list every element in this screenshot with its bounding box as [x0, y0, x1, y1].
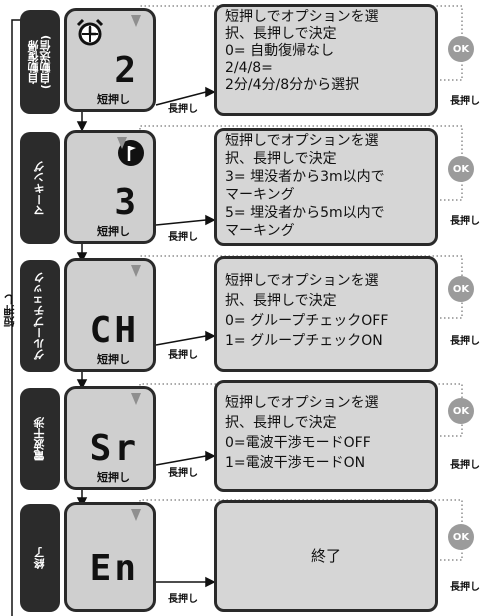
triangle-indicator-icon — [131, 15, 141, 27]
description-line: 2/4/8= — [225, 60, 273, 76]
description-line: 択、長押しで決定 — [225, 151, 337, 167]
long-press-label: 長押し — [168, 468, 198, 479]
description-line: 1= グループチェックON — [225, 333, 383, 349]
long-press-label: 長押し — [168, 594, 198, 605]
tab-label: グループチェック — [33, 272, 46, 360]
ok-button[interactable]: OK — [448, 276, 474, 302]
description-line: マーキング — [225, 187, 295, 203]
description-line: 短押しでオプションを選 — [225, 273, 379, 289]
lcd-display-group-check: CH 短押し — [64, 258, 156, 372]
triangle-indicator-icon — [131, 509, 141, 521]
description-line: 択、長押しで決定 — [225, 26, 337, 42]
tab-radio-interference[interactable]: 電波干渉 — [20, 388, 60, 490]
description-box: 短押しでオプションを選 択、長押しで決定 0= 自動復帰なし 2/4/8= 2分… — [214, 4, 438, 116]
description-line: 短押しでオプションを選 — [225, 133, 379, 149]
description-line: 終了 — [310, 546, 341, 565]
description-line: 択、長押しで決定 — [225, 415, 337, 431]
alarm-clock-icon — [75, 17, 105, 51]
triangle-indicator-icon — [117, 137, 127, 149]
segment-display-value: 2 — [114, 50, 139, 91]
description-line: 短押しでオプションを選 — [225, 395, 379, 411]
description-line: マーキング — [225, 223, 295, 239]
segment-display-value: 3 — [114, 182, 139, 223]
description-box: 短押しでオプションを選 択、長押しで決定 3= 埋没者から3m以内で マーキング… — [214, 128, 438, 246]
ok-button[interactable]: OK — [448, 36, 474, 62]
segment-display-value: Sr — [89, 428, 139, 469]
ok-button[interactable]: OK — [448, 156, 474, 182]
description-box: 終了 — [214, 500, 438, 612]
description-line: 1=電波干渉モードON — [225, 455, 366, 471]
short-press-label: 短押し — [97, 471, 130, 484]
description-line: 3= 埋没者から3m以内で — [225, 169, 385, 185]
side-short-press-label: 短押し — [3, 293, 16, 327]
ok-long-press-label: 長押し — [450, 460, 480, 471]
tab-label: マーキング — [33, 160, 46, 216]
triangle-indicator-icon — [131, 265, 141, 277]
short-press-label: 短押し — [97, 93, 130, 106]
ok-long-press-label: 長押し — [450, 96, 480, 107]
long-press-label: 長押し — [168, 104, 198, 115]
ok-long-press-label: 長押し — [450, 582, 480, 593]
segment-display-value: CH — [89, 310, 139, 351]
description-line: 0= グループチェックOFF — [225, 313, 389, 329]
description-line: 短押しでオプションを選 — [225, 9, 379, 25]
tab-group-check[interactable]: グループチェック — [20, 260, 60, 372]
lcd-display-exit: En — [64, 502, 156, 612]
short-press-label: 短押し — [97, 225, 130, 238]
long-press-label: 長押し — [168, 350, 198, 361]
ok-button[interactable]: OK — [448, 398, 474, 424]
tab-label: 自動復帰 (自動送信) — [27, 34, 52, 90]
tab-marking[interactable]: マーキング — [20, 132, 60, 244]
tab-label: 電波干渉 — [33, 417, 46, 461]
description-line: 5= 埋没者から5m以内で — [225, 205, 385, 221]
segment-display-value: En — [89, 548, 139, 589]
lcd-display-marking: 3 短押し — [64, 130, 156, 244]
description-line: 2分/4分/8分から選択 — [225, 77, 360, 93]
tab-auto-return[interactable]: 自動復帰 (自動送信) — [20, 10, 60, 114]
ok-long-press-label: 長押し — [450, 336, 480, 347]
description-line: 0=電波干渉モードOFF — [225, 435, 371, 451]
description-line: 0= 自動復帰なし — [225, 43, 335, 59]
lcd-display-auto-return: 2 短押し — [64, 8, 156, 112]
lcd-display-radio-interference: Sr 短押し — [64, 386, 156, 490]
tab-exit[interactable]: 終了 — [20, 504, 60, 612]
ok-button[interactable]: OK — [448, 524, 474, 550]
long-press-label: 長押し — [168, 232, 198, 243]
description-line: 択、長押しで決定 — [225, 293, 337, 309]
tab-label: 終了 — [33, 547, 46, 569]
ok-long-press-label: 長押し — [450, 216, 480, 227]
description-box: 短押しでオプションを選 択、長押しで決定 0= グループチェックOFF 1= グ… — [214, 256, 438, 372]
description-box: 短押しでオプションを選 択、長押しで決定 0=電波干渉モードOFF 1=電波干渉… — [214, 380, 438, 492]
triangle-indicator-icon — [131, 393, 141, 405]
short-press-label: 短押し — [97, 353, 130, 366]
